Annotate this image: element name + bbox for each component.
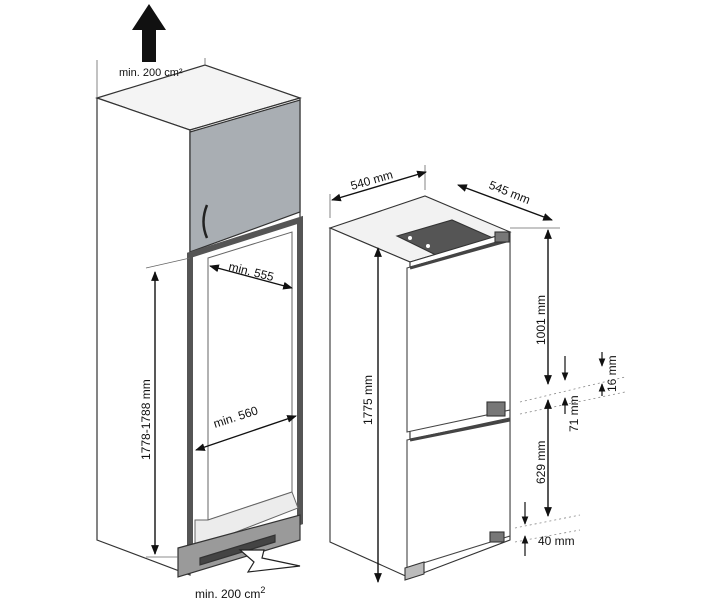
fridge-depth-label: 545 mm [487,178,532,207]
vent-in-arrow [238,549,301,573]
bottom-vent-label: min. 200 cm2 [195,585,265,600]
door-handle [202,204,209,239]
gap-top-label: 16 mm [605,355,619,392]
gap-bottom-label: 40 mm [538,534,575,548]
fridge [328,195,512,581]
fridge-height-label: 1775 mm [361,375,375,425]
bottom-hinge [489,531,505,543]
fridge-width-label: 540 mm [349,167,395,192]
upper-cabinet-door [189,99,301,253]
top-hinge [494,231,510,243]
freezer-door [406,417,511,569]
niche-height-label: 1778-1788 mm [139,379,153,460]
top-vent-label: min. 200 cm² [119,67,183,79]
lower-door-label: 629 mm [534,441,548,484]
middle-hinge [486,401,506,417]
gap-mid-label: 71 mm [567,395,581,432]
plinth-vent [199,534,276,566]
vent-up-arrow [132,4,166,62]
cabinet [95,64,303,578]
fridge-upper-door [406,237,511,433]
upper-door-label: 1001 mm [534,295,548,345]
